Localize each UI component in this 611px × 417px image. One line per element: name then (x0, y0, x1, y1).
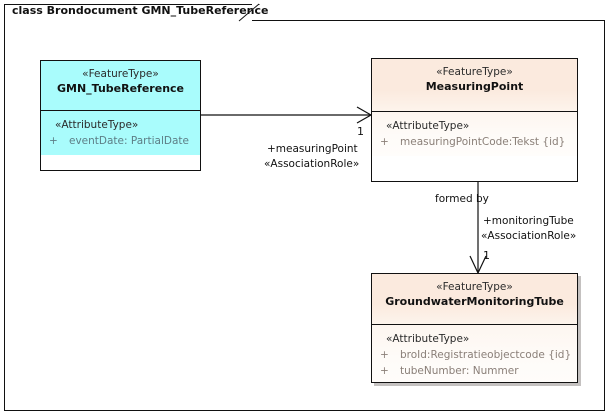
class-name: GroundwaterMonitoringTube (385, 295, 564, 308)
class-measuring-point[interactable]: «FeatureType» MeasuringPoint «AttributeT… (371, 58, 578, 182)
attribute-text: measuringPointCode:Tekst {id} (400, 136, 566, 148)
attribute-visibility: + (380, 365, 389, 377)
class-stereotype: «FeatureType» (436, 281, 513, 293)
association-name-formed-by: formed by (435, 193, 489, 205)
class-name: GMN_TubeReference (56, 82, 184, 95)
attribute-visibility: + (49, 135, 58, 147)
class-attributes-groundwater-monitoring-tube: «AttributeType» + broId:Registratieobject… (372, 325, 577, 382)
attribute-row: + broId:Registratieobjectcode {id} (380, 347, 573, 363)
attribute-stereotype: «AttributeType» (386, 120, 470, 132)
class-header-gmn-tube-reference: «FeatureType» GMN_TubeReference (41, 61, 200, 111)
attribute-visibility: + (380, 349, 389, 361)
attribute-stereotype: «AttributeType» (55, 119, 139, 131)
attribute-text: broId:Registratieobjectcode {id} (400, 349, 572, 361)
class-groundwater-monitoring-tube[interactable]: «FeatureType» GroundwaterMonitoringTube … (371, 273, 578, 383)
class-attributes-measuring-point: «AttributeType» + measuringPointCode:Teks… (372, 112, 577, 156)
association-multiplicity-monitoring-tube: 1 (483, 249, 490, 262)
class-name: MeasuringPoint (425, 80, 524, 93)
attribute-text: eventDate: PartialDate (69, 135, 189, 147)
association-role-name-measuring-point: +measuringPoint (267, 143, 358, 155)
attribute-stereotype: «AttributeType» (386, 333, 470, 345)
association-role-stereotype-measuring-point: «AssociationRole» (264, 158, 360, 170)
class-header-groundwater-monitoring-tube: «FeatureType» GroundwaterMonitoringTube (372, 274, 577, 325)
class-gmn-tube-reference[interactable]: «FeatureType» GMN_TubeReference «Attribu… (40, 60, 201, 171)
class-attributes-gmn-tube-reference: «AttributeType» + eventDate: PartialDate (41, 111, 200, 155)
attribute-row: + tubeNumber: Nummer (380, 363, 573, 379)
association-role-name-monitoring-tube: +monitoringTube (483, 215, 574, 227)
diagram-frame (4, 20, 605, 411)
attribute-row: + measuringPointCode:Tekst {id} (380, 134, 573, 150)
class-header-measuring-point: «FeatureType» MeasuringPoint (372, 59, 577, 112)
diagram-title: class Brondocument GMN_TubeReference (12, 4, 269, 17)
class-stereotype: «FeatureType» (436, 66, 513, 78)
attribute-row: + eventDate: PartialDate (49, 133, 196, 149)
association-role-stereotype-monitoring-tube: «AssociationRole» (481, 230, 577, 242)
class-stereotype: «FeatureType» (82, 68, 159, 80)
attribute-text: tubeNumber: Nummer (400, 365, 519, 377)
diagram-frame-tab (4, 4, 252, 21)
attribute-visibility: + (380, 136, 389, 148)
association-multiplicity-measuring-point: 1 (357, 125, 364, 138)
